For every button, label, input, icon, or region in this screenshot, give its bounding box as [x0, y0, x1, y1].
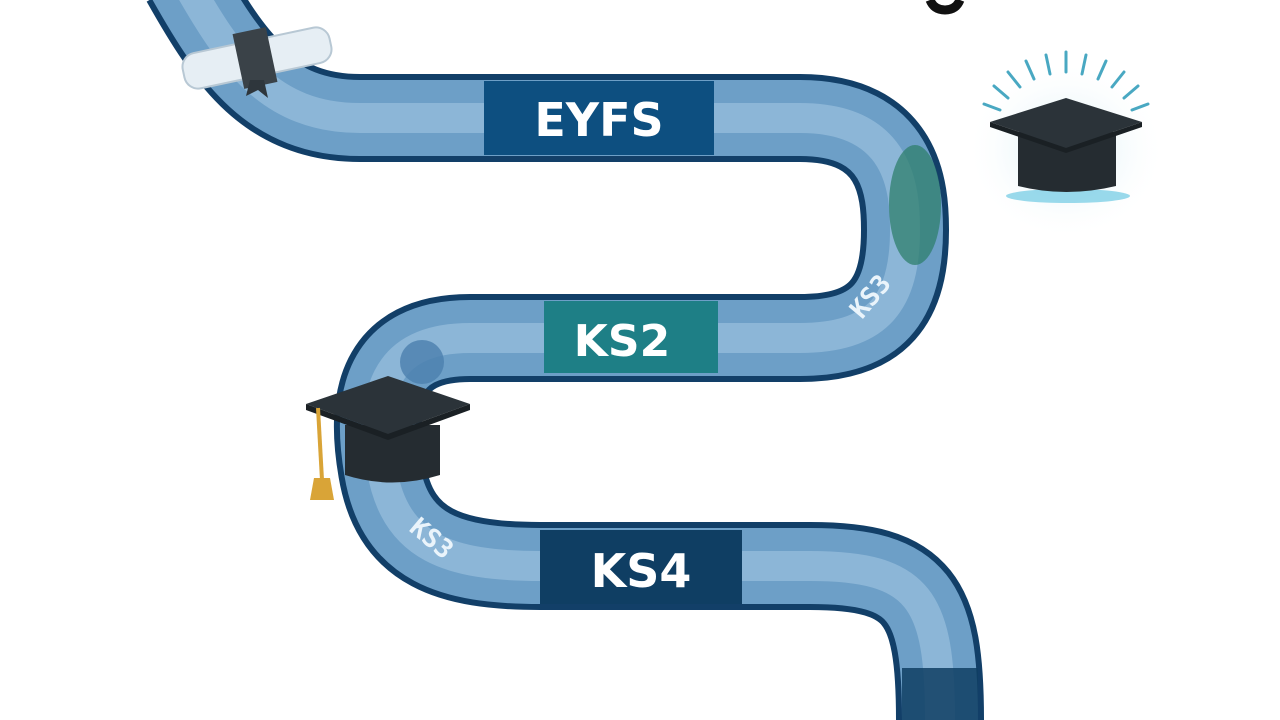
winding-road: [146, 0, 984, 720]
leaf-decoration: [889, 145, 941, 265]
stage-eyfs: EYFS: [484, 81, 714, 155]
stage-ks4: KS4: [540, 530, 742, 604]
stage-eyfs-label: EYFS: [534, 93, 663, 147]
stage-ks2-label: KS2: [574, 316, 670, 367]
stage-ks4-label: KS4: [591, 544, 692, 598]
road-end-block: [902, 668, 978, 720]
glowing-graduation-cap-icon: [966, 50, 1166, 240]
dot-decoration: [400, 340, 444, 384]
title-fragment: [925, 0, 965, 15]
stage-ks2: KS2: [544, 301, 718, 373]
graduation-cap-icon: [306, 376, 470, 500]
diploma-scroll-icon: [181, 26, 333, 98]
